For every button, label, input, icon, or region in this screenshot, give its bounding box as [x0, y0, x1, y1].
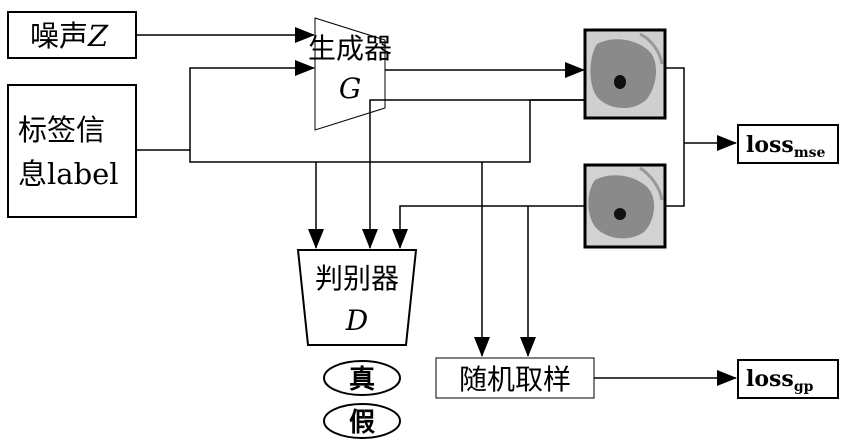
generated-to-discriminator-arrow — [370, 100, 585, 248]
discriminator-block: 判别器 D — [298, 250, 416, 345]
fake-output: 假 — [324, 404, 400, 438]
label-line-2: 息label — [18, 157, 119, 191]
real-label: 真 — [349, 365, 375, 395]
sampling-box: 随机取样 — [436, 358, 594, 398]
discriminator-label: 判别器 — [315, 262, 399, 295]
loss-gp-sub: gp — [794, 379, 814, 395]
noise-label: 噪声 — [30, 19, 88, 53]
noise-box: 噪声Z — [8, 12, 136, 58]
real-output: 真 — [324, 361, 400, 395]
loss-mse-box: lossmse — [738, 125, 838, 163]
sampling-label: 随机取样 — [459, 363, 571, 396]
noise-var: Z — [87, 19, 109, 53]
loss-mse-sub: mse — [794, 145, 826, 161]
generator-block: 生成器 G — [308, 18, 392, 130]
discriminator-var: D — [345, 304, 368, 337]
generator-label: 生成器 — [308, 32, 392, 65]
loss-gp-base: loss — [746, 366, 794, 392]
generated-cell-image — [585, 30, 665, 118]
label-to-generator-arrow — [136, 68, 314, 150]
label-line-1: 标签信 — [18, 113, 105, 147]
loss-mse-base: loss — [746, 132, 794, 158]
fake-label: 假 — [349, 408, 375, 438]
loss-gp-box: lossgp — [738, 360, 838, 398]
generator-var: G — [339, 72, 361, 105]
images-to-loss-bracket — [665, 68, 684, 206]
label-bus-line — [190, 100, 585, 162]
label-box: 标签信 息label — [8, 85, 136, 217]
real-cell-image — [585, 165, 665, 247]
svg-text:噪声Z: 噪声Z — [30, 19, 109, 53]
real-to-discriminator-arrow — [400, 206, 585, 248]
